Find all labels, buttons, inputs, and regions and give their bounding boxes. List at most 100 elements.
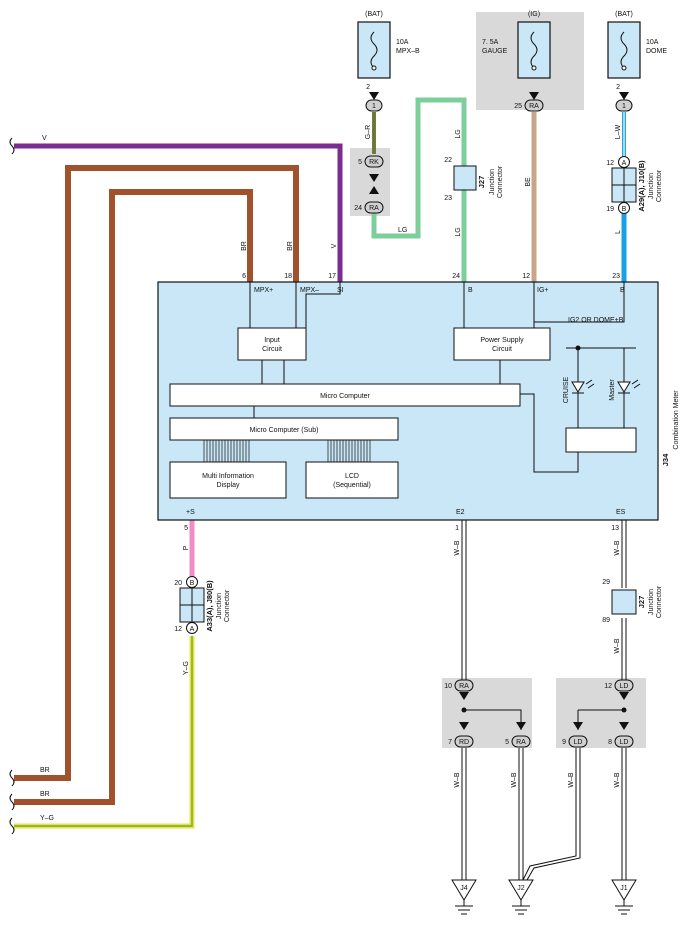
micro-computer-block [169, 383, 521, 407]
wire-label-lg-2: LG [455, 129, 462, 138]
fuse-mpxb-rating: 10A [396, 39, 409, 46]
cruise-led [571, 379, 595, 394]
wire-label-wb-1: W–B [454, 540, 461, 556]
svg-text:5: 5 [505, 739, 509, 746]
svg-text:20: 20 [174, 580, 182, 587]
svg-text:1: 1 [372, 103, 376, 110]
junction-connector-j27-bottom: 29 89 J27 Junction Connector [602, 579, 663, 624]
fuse-dome-name: DOME [646, 48, 667, 55]
svg-text:J27: J27 [477, 176, 486, 189]
pin-ra-g2: RA [511, 735, 531, 748]
cruise-label: CRUISE [563, 376, 570, 403]
fuse-dome-source: (BAT) [615, 11, 633, 18]
svg-text:B: B [190, 580, 195, 587]
wire-label-gr: G–R [365, 125, 372, 139]
pin-ld-top: LD [614, 679, 634, 692]
svg-text:Connector: Connector [656, 169, 663, 202]
wire-label-wb-2: W–B [614, 540, 621, 556]
svg-text:12: 12 [606, 160, 614, 167]
svg-text:1: 1 [622, 103, 626, 110]
svg-text:12: 12 [522, 273, 530, 280]
wire-label-yg: Y–G [40, 815, 54, 822]
pin-ld-right: LD [614, 735, 634, 748]
svg-text:IG+: IG+ [537, 287, 548, 294]
micro-computer-label: Micro Computer [320, 393, 370, 400]
wire-label-l: L [615, 230, 622, 234]
svg-text:E2: E2 [456, 509, 465, 516]
junction-connector-a33-j80: B A 20 12 A33(A), J80(B) Junction Connec… [174, 576, 231, 634]
svg-text:6: 6 [242, 273, 246, 280]
pin-rk: RK [364, 155, 384, 168]
svg-text:J4: J4 [460, 885, 468, 892]
pin-dome-1: 1 [615, 99, 633, 112]
lcd-block [305, 461, 399, 499]
wire-label-wb-7: W–B [614, 772, 621, 788]
wire-label-br-3: BR [241, 241, 248, 251]
svg-text:RA: RA [459, 683, 469, 690]
svg-text:LD: LD [574, 739, 583, 746]
svg-text:SI: SI [337, 287, 344, 294]
svg-text:LD: LD [620, 739, 629, 746]
svg-text:24: 24 [354, 205, 362, 212]
svg-text:1: 1 [455, 525, 459, 532]
fuse-gauge-name: GAUGE [482, 48, 508, 55]
svg-text:RA: RA [529, 103, 539, 110]
svg-text:24: 24 [452, 273, 460, 280]
svg-text:Connector: Connector [497, 165, 504, 198]
svg-text:Junction: Junction [648, 589, 655, 615]
svg-text:7: 7 [448, 739, 452, 746]
svg-text:22: 22 [444, 157, 452, 164]
wire-v [14, 143, 343, 282]
ground-j2: J2 [508, 879, 534, 915]
ground-j4: J4 [451, 879, 477, 915]
fuse-mpxb-name: MPX–B [396, 48, 420, 55]
svg-text:Connector: Connector [224, 589, 231, 622]
input-circuit-block [237, 327, 307, 361]
pin-rd: RD [454, 735, 474, 748]
fuse-gauge [517, 21, 551, 79]
wire-wb-es [621, 520, 627, 880]
ground-j1: J1 [611, 879, 637, 915]
pin-ra-g1: RA [454, 679, 474, 692]
svg-text:12: 12 [174, 626, 182, 633]
pin-mpxb-1: 1 [365, 99, 383, 112]
master-label: Master [609, 379, 616, 401]
wire-label-br-1: BR [40, 767, 50, 774]
svg-text:5: 5 [358, 159, 362, 166]
svg-text:10: 10 [444, 683, 452, 690]
wire-lg [371, 97, 467, 282]
svg-text:8: 8 [608, 739, 612, 746]
multi-info-display-block [169, 461, 287, 499]
combination-meter-j34 [157, 281, 659, 521]
svg-text:B: B [620, 287, 625, 294]
svg-text:Connector: Connector [656, 585, 663, 618]
power-supply-block [453, 327, 551, 361]
svg-text:RA: RA [369, 205, 379, 212]
wire-label-v-2: V [331, 243, 338, 248]
fuse-dome-rating: 10A [646, 39, 659, 46]
meter-id: J34 [661, 453, 670, 466]
wire-br-outer [14, 165, 299, 781]
wire-wb-e2 [461, 520, 467, 880]
svg-text:Junction: Junction [648, 173, 655, 199]
svg-text:+S: +S [186, 509, 195, 516]
svg-text:A29(A), J10(B): A29(A), J10(B) [637, 160, 646, 212]
svg-text:89: 89 [602, 617, 610, 624]
svg-text:MPX+: MPX+ [254, 287, 273, 294]
svg-text:19: 19 [606, 206, 614, 213]
svg-text:17: 17 [328, 273, 336, 280]
svg-text:A: A [622, 160, 627, 167]
svg-text:MPX–: MPX– [300, 287, 319, 294]
wire-label-lg-1: LG [398, 227, 407, 234]
junction-connector-a29-j10: A B 12 19 A29(A), J10(B) Junction Connec… [606, 156, 663, 214]
svg-text:9: 9 [562, 739, 566, 746]
pin-ld-left: LD [568, 735, 588, 748]
meter-title: Combination Meter [673, 390, 680, 450]
wire-label-be: BE [525, 177, 532, 187]
svg-text:23: 23 [444, 195, 452, 202]
indicator-driver-block [565, 427, 637, 453]
